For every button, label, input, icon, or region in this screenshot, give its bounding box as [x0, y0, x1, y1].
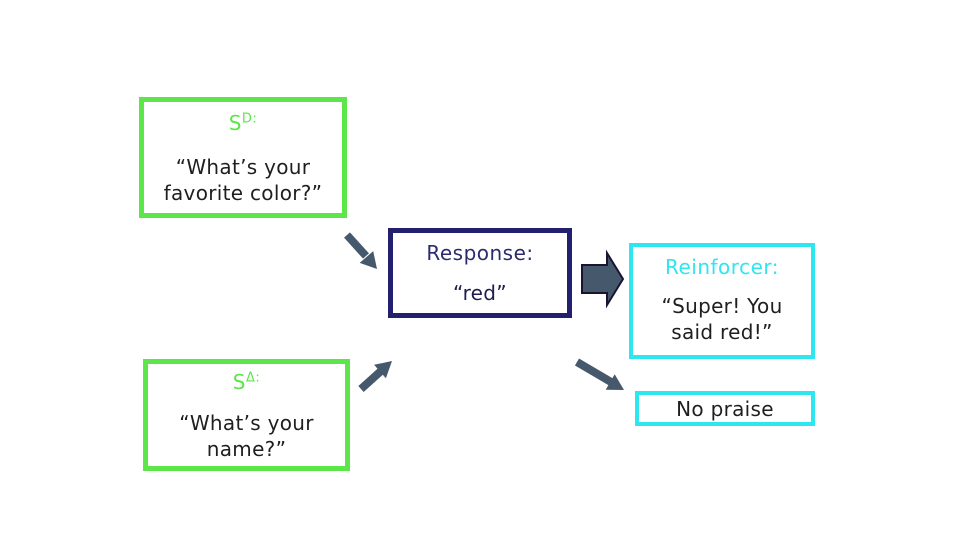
response-box-title: Response:	[426, 241, 534, 265]
sd-box-body: “What’s your favorite color?”	[163, 155, 323, 205]
sdelta-title-base: S	[232, 370, 246, 394]
sd-box-title: SD:	[144, 111, 342, 135]
arrow-down-right-icon	[344, 232, 377, 269]
sdelta-box-title: SΔ:	[148, 370, 345, 394]
sdelta-stimulus-box: SΔ: “What’s your name?”	[143, 359, 350, 471]
sd-title-superscript: D:	[241, 111, 258, 127]
arrow-up-right-icon	[358, 361, 392, 392]
reinforcer-box-title: Reinforcer:	[664, 255, 779, 279]
arrow-down-right-icon	[574, 358, 624, 390]
reinforcer-box-body: “Super! You said red!”	[661, 294, 783, 344]
sdelta-box-body: “What’s your name?”	[179, 411, 314, 461]
no-praise-box-body: No praise	[676, 396, 774, 421]
sd-title-base: S	[228, 111, 242, 135]
response-box: Response: “red”	[388, 228, 572, 318]
reinforcer-box: Reinforcer: “Super! You said red!”	[629, 243, 815, 359]
no-praise-box: No praise	[635, 391, 815, 426]
block-arrow-right-icon	[581, 249, 625, 309]
sd-stimulus-box: SD: “What’s your favorite color?”	[139, 97, 347, 218]
sdelta-title-superscript: Δ:	[245, 370, 261, 386]
response-box-body: “red”	[453, 281, 507, 305]
